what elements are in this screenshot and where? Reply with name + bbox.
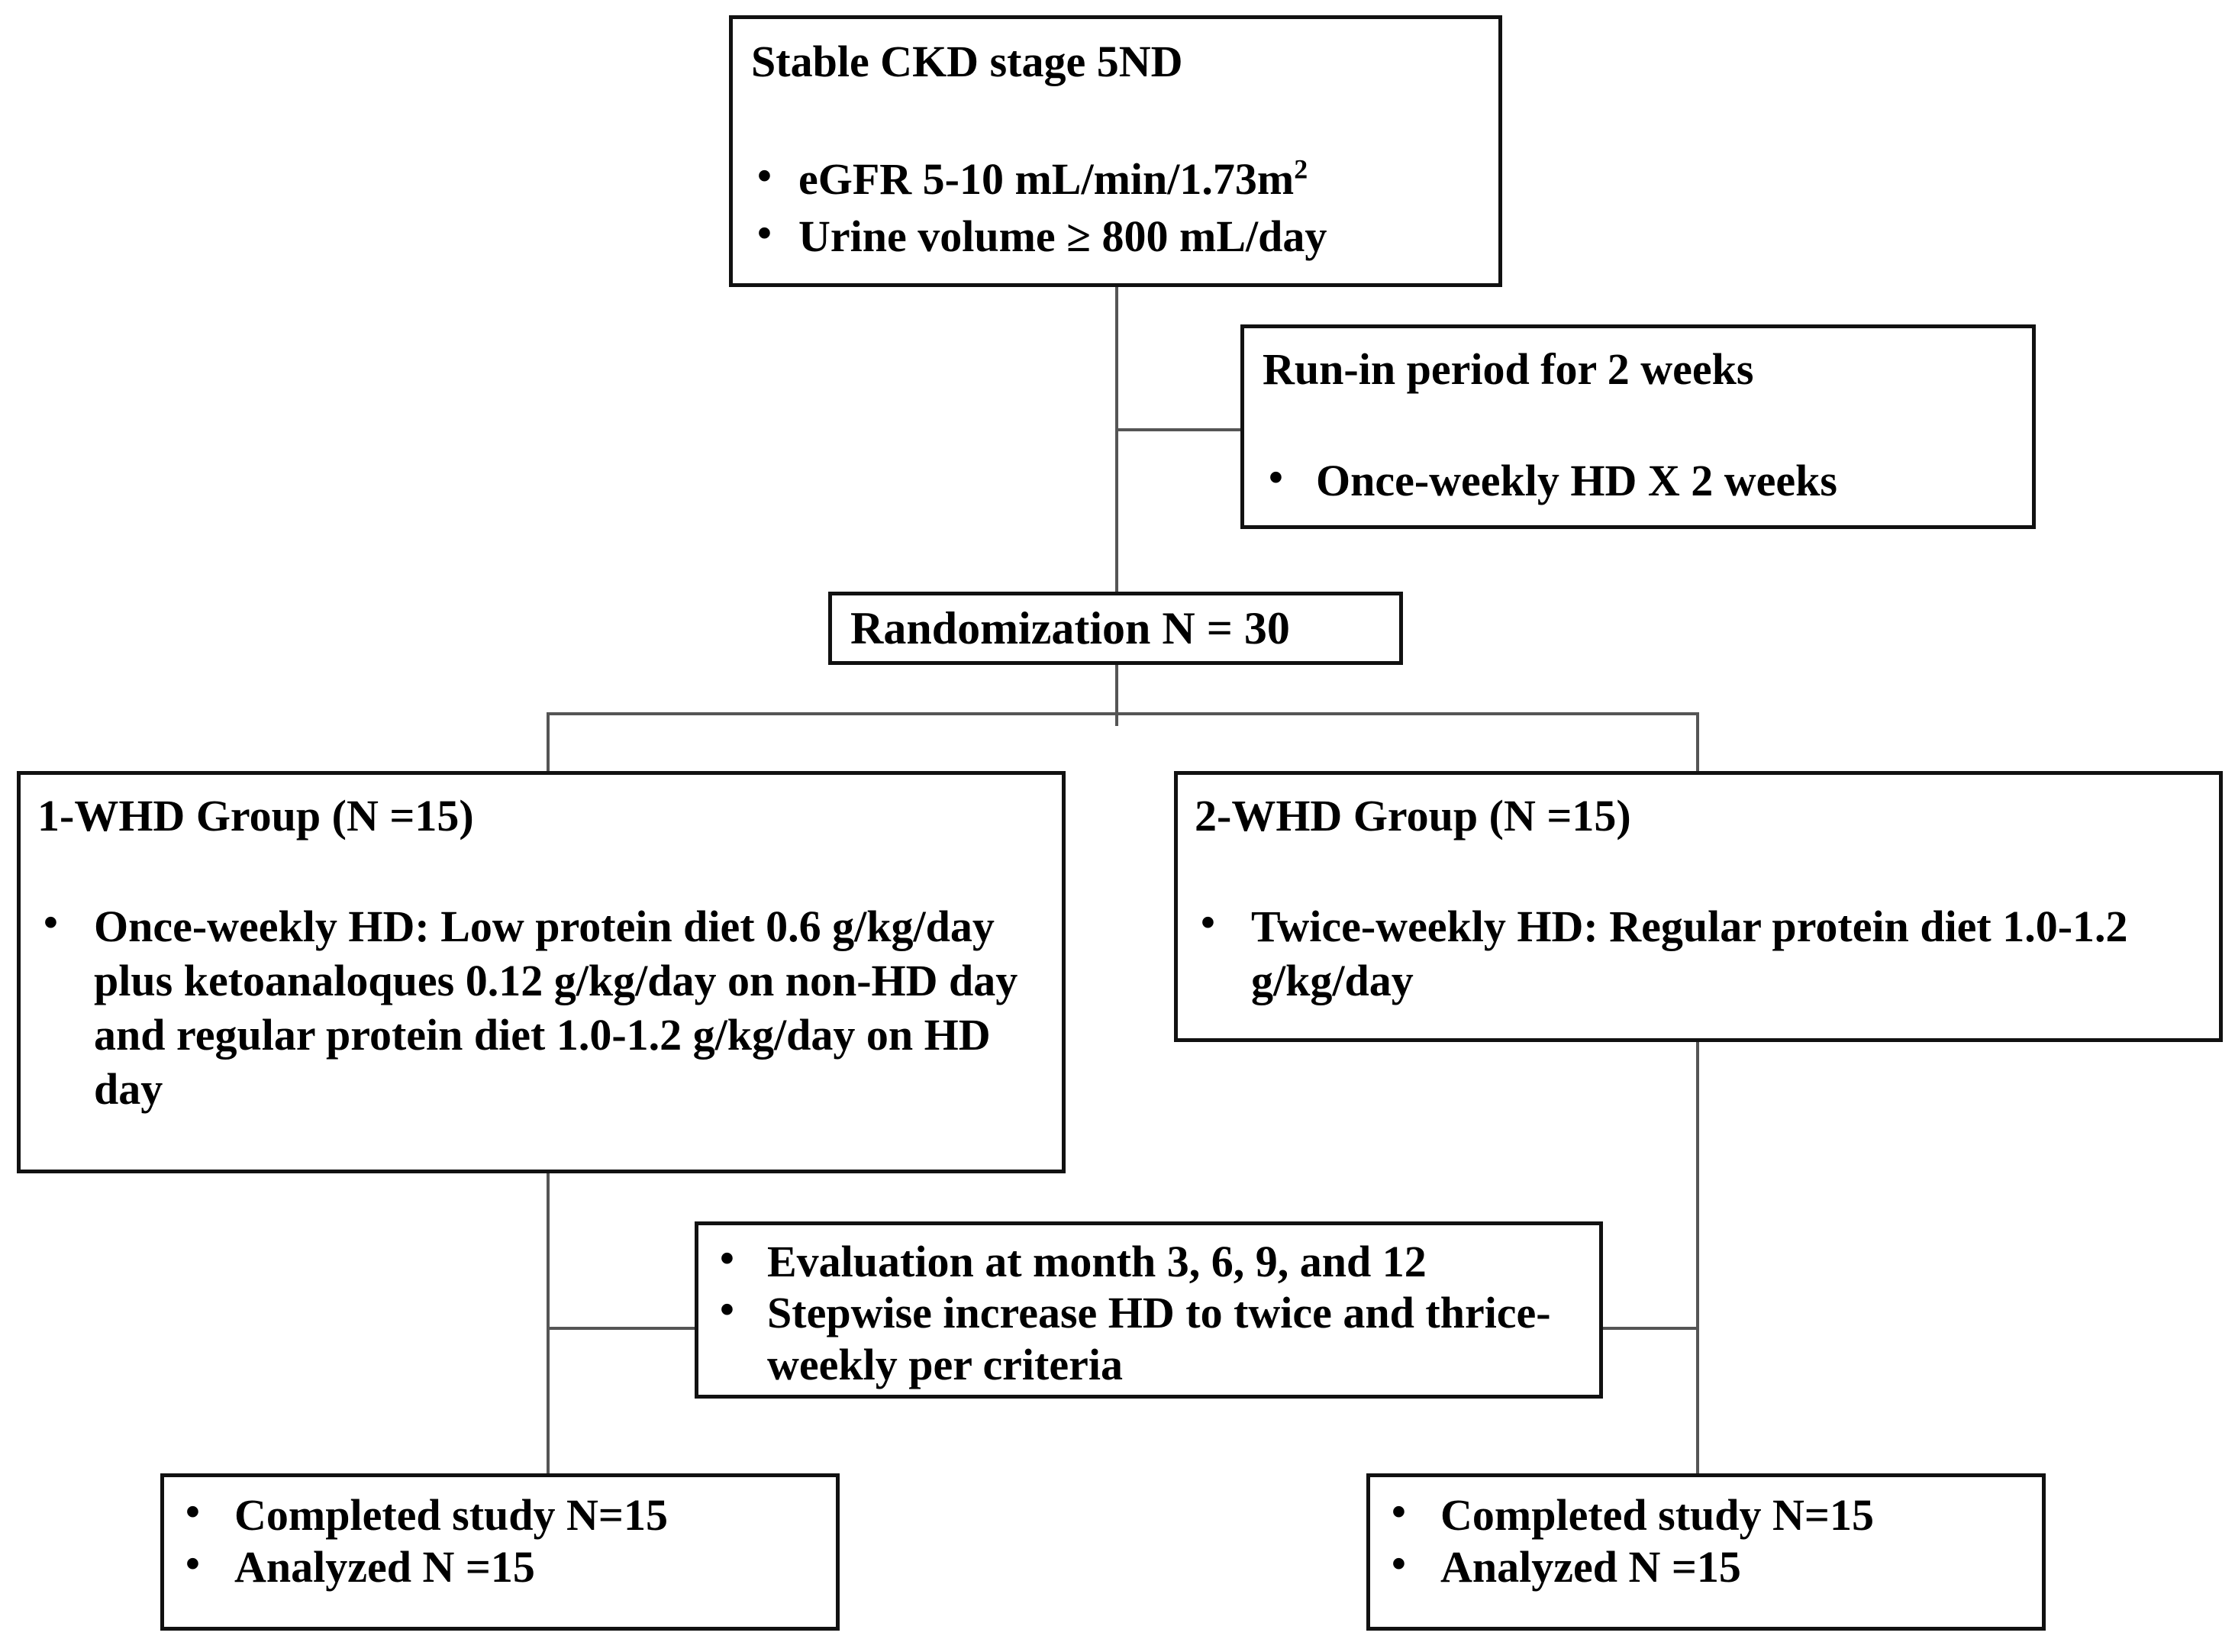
node-randomization: Randomization N = 30: [828, 592, 1403, 665]
inclusion-title: Stable CKD stage 5ND: [751, 37, 1183, 86]
runin-title: Run-in period for 2 weeks: [1263, 344, 1754, 394]
group1-title: 1-WHD Group (N =15): [37, 791, 474, 841]
list-item: Stepwise increase HD to twice and thrice…: [714, 1286, 1599, 1390]
list-item: Urine volume ≥ 800 mL/day: [751, 209, 1498, 263]
list-item: Completed study N=15: [1385, 1488, 2042, 1541]
node-run-in-period: Run-in period for 2 weeks Once-weekly HD…: [1240, 324, 2036, 529]
list-item: Twice-weekly HD: Regular protein diet 1.…: [1195, 899, 2219, 1008]
list-item: Evaluation at month 3, 6, 9, and 12: [714, 1234, 1599, 1287]
node-evaluation-schedule: Evaluation at month 3, 6, 9, and 12 Step…: [695, 1221, 1603, 1399]
group1-bullet-list: Once-weekly HD: Low protein diet 0.6 g/k…: [37, 899, 1062, 1116]
runin-bullet-list: Once-weekly HD X 2 weeks: [1263, 453, 2032, 507]
list-item: Once-weekly HD: Low protein diet 0.6 g/k…: [37, 899, 1062, 1116]
group2-bullet-list: Twice-weekly HD: Regular protein diet 1.…: [1195, 899, 2219, 1008]
node-group-2-whd: 2-WHD Group (N =15) Twice-weekly HD: Reg…: [1174, 771, 2223, 1042]
outcome-right-bullet-list: Completed study N=15 Analyzed N =15: [1385, 1488, 2042, 1594]
inclusion-bullet-1-text: Urine volume ≥ 800 mL/day: [798, 211, 1327, 261]
connector-group2-to-outcome-right: [1696, 1041, 1699, 1477]
list-item: Completed study N=15: [179, 1488, 836, 1541]
connector-branch-to-evaluation-left: [547, 1327, 698, 1330]
randomization-title: Randomization N = 30: [850, 603, 1290, 653]
connector-randomization-stem: [1115, 663, 1118, 726]
connector-group1-to-outcome-left: [547, 1172, 550, 1477]
list-item: eGFR 5-10 mL/min/1.73m2: [751, 152, 1498, 205]
inclusion-bullet-list: eGFR 5-10 mL/min/1.73m2 Urine volume ≥ 8…: [751, 152, 1498, 263]
list-item: Analyzed N =15: [1385, 1540, 2042, 1593]
connector-drop-to-group1: [547, 712, 550, 773]
connector-randomization-split-bar: [547, 712, 1699, 715]
node-group-1-whd: 1-WHD Group (N =15) Once-weekly HD: Low …: [17, 771, 1066, 1173]
group2-title: 2-WHD Group (N =15): [1195, 791, 1631, 841]
outcome-left-bullet-list: Completed study N=15 Analyzed N =15: [179, 1488, 836, 1594]
evaluation-bullet-list: Evaluation at month 3, 6, 9, and 12 Step…: [714, 1234, 1599, 1390]
connector-drop-to-group2: [1696, 712, 1699, 773]
connector-branch-to-runin: [1115, 428, 1243, 431]
list-item: Analyzed N =15: [179, 1540, 836, 1593]
inclusion-bullet-0-superscript: 2: [1294, 154, 1308, 186]
inclusion-bullet-0-text: eGFR 5-10 mL/min/1.73m: [798, 154, 1295, 205]
node-outcome-group1: Completed study N=15 Analyzed N =15: [160, 1473, 840, 1631]
connector-inclusion-to-randomization: [1115, 286, 1118, 592]
list-item: Once-weekly HD X 2 weeks: [1263, 453, 2032, 507]
connector-branch-to-evaluation-right: [1601, 1327, 1699, 1330]
node-outcome-group2: Completed study N=15 Analyzed N =15: [1366, 1473, 2046, 1631]
node-inclusion-criteria: Stable CKD stage 5ND eGFR 5-10 mL/min/1.…: [729, 15, 1502, 287]
